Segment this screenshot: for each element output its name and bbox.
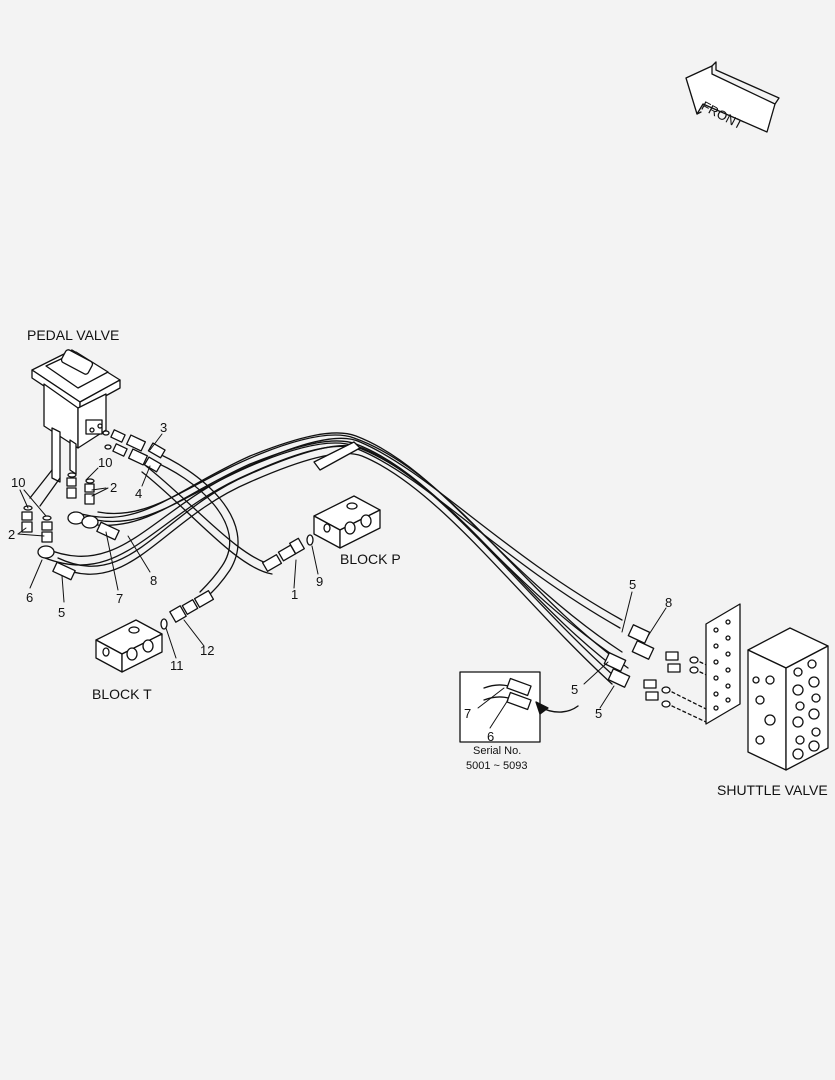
block-t-label: BLOCK T [92,686,152,702]
callout-10: 10 [11,475,26,490]
serial-inset [460,672,578,742]
leader-lines [18,434,666,728]
callout-8: 8 [665,595,673,610]
pedal-valve [30,349,120,506]
gasket-plate [706,604,740,724]
callout-5: 5 [629,577,637,592]
callout-6: 6 [26,590,34,605]
pedal-valve-label: PEDAL VALVE [27,327,120,343]
hoses-to-blocks [142,443,281,607]
callout-7: 7 [464,706,472,721]
callout-3: 3 [160,420,168,435]
callout-4: 4 [135,486,143,501]
serial-range: 5001 ~ 5093 [466,760,528,772]
shuttle-valve-label: SHUTTLE VALVE [717,782,828,798]
callout-2: 2 [110,480,118,495]
callout-6: 6 [487,729,495,744]
callout-2: 2 [8,527,16,542]
block-p-fittings [278,535,313,561]
serial-title: Serial No. [473,745,522,757]
callout-9: 9 [316,574,324,589]
shuttle-valve [748,628,828,770]
callout-1: 1 [291,587,299,602]
callout-11: 11 [170,658,184,673]
callout-5: 5 [58,605,66,620]
block-p-label: BLOCK P [340,551,401,567]
callout-12: 12 [200,643,215,658]
callout-7: 7 [116,591,124,606]
block-p [314,496,380,548]
callout-10: 10 [98,455,113,470]
front-arrow [686,61,780,132]
block-t [96,620,162,672]
callout-8: 8 [150,573,158,588]
callout-5: 5 [571,682,579,697]
hose-sleeves [38,512,119,580]
hose-bundle [40,433,628,684]
callout-5: 5 [595,706,603,721]
block-t-fittings [161,600,198,629]
